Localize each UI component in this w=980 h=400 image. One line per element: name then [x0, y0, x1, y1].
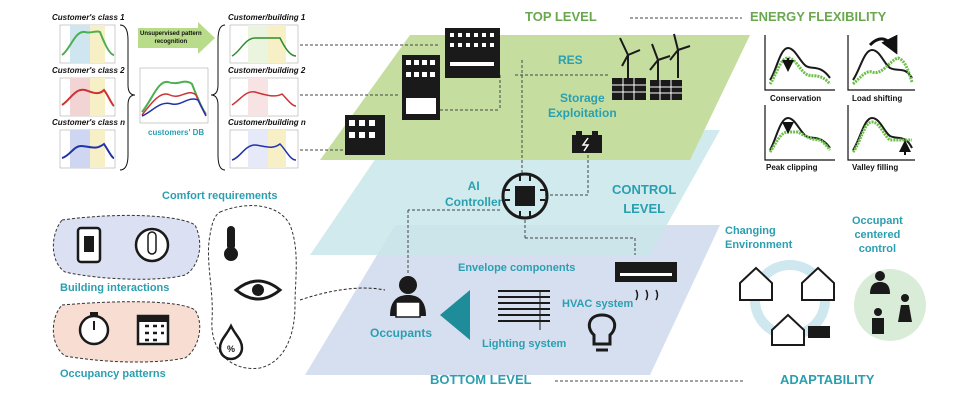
- thermometer-icon: [224, 226, 238, 261]
- control-level-title: CONTROL LEVEL: [612, 182, 677, 216]
- load-shifting-label: Load shifting: [852, 94, 903, 103]
- stopwatch-icon: [78, 312, 110, 346]
- valley-filling-label: Valley filling: [852, 163, 899, 172]
- customer-building-2-label: Customer/building 2: [228, 66, 306, 75]
- building-icon-office: [402, 55, 440, 120]
- thermostat-icon: [134, 227, 170, 263]
- envelope-label: Envelope components: [458, 262, 576, 274]
- valley-filling-chart: [847, 105, 915, 161]
- bottom-level-arrow: [440, 290, 470, 340]
- pattern-recognition-arrow: [138, 22, 215, 54]
- pattern-recognition-label: Unsupervised pattern recognition: [140, 31, 202, 45]
- hvac-label: HVAC system: [562, 298, 634, 310]
- res-label: RES: [558, 53, 583, 67]
- occupant-control-circle: [854, 269, 926, 341]
- customer-building-n-label: Customer/building n: [228, 118, 306, 127]
- house-icon-right: [801, 266, 835, 301]
- building-icon-tall: [445, 28, 500, 78]
- battery-icon: [572, 131, 602, 153]
- changing-environment-label: Changing Environment: [725, 225, 793, 251]
- occupant-people-icon: [870, 271, 912, 334]
- ai-controller-label: AI Controller: [445, 179, 503, 209]
- customer-class-n-label: Customer's class n: [52, 118, 126, 127]
- wind-turbine-icon: [619, 33, 691, 82]
- customers-db-label: customers' DB: [148, 128, 205, 137]
- dashed-connectors: [300, 17, 745, 382]
- energy-flexibility-title: ENERGY FLEXIBILITY: [750, 9, 887, 24]
- customer-class-2-label: Customer's class 2: [52, 66, 125, 75]
- right-brace: [210, 24, 226, 171]
- left-brace: [119, 24, 136, 171]
- ai-brain-chip-icon: [501, 172, 549, 220]
- occupants-label: Occupants: [370, 326, 433, 340]
- solar-panel-icon: [612, 78, 682, 100]
- peak-clipping-chart: [764, 105, 835, 161]
- top-level-title: TOP LEVEL: [525, 9, 597, 24]
- bottom-level-title: BOTTOM LEVEL: [430, 372, 532, 387]
- svg-text:%: %: [227, 344, 235, 354]
- building-interactions-blob: [52, 214, 201, 280]
- customer-building-1-label: Customer/building 1: [228, 13, 306, 22]
- ac-unit-icon: [615, 262, 677, 301]
- adaptability-title: ADAPTABILITY: [780, 372, 875, 387]
- occupant-worker-icon: [390, 276, 426, 318]
- building-charts: [229, 24, 299, 169]
- comfort-connector: [299, 287, 386, 301]
- occupancy-patterns-label: Occupancy patterns: [60, 368, 166, 380]
- eye-icon: [233, 279, 283, 301]
- occupant-centered-label: Occupant centered control: [852, 215, 903, 255]
- building-icon-small: [345, 115, 385, 155]
- customer-class-1-label: Customer's class 1: [52, 13, 125, 22]
- comfort-requirements-label: Comfort requirements: [162, 190, 278, 202]
- house-icon-left: [739, 266, 773, 301]
- occupancy-patterns-blob: [52, 301, 201, 363]
- customer-class-charts: [59, 24, 116, 169]
- storage-label: Storage Exploitation: [548, 91, 617, 120]
- conservation-chart: [764, 35, 835, 91]
- building-interactions-label: Building interactions: [60, 282, 170, 294]
- lightbulb-icon: [587, 313, 617, 352]
- peak-clipping-label: Peak clipping: [766, 163, 818, 172]
- house-solar-icon: [771, 313, 830, 346]
- wall-switch-icon: [76, 226, 102, 264]
- customers-db-chart: [139, 67, 209, 124]
- humidity-drop-icon: %: [218, 323, 244, 361]
- lighting-label: Lighting system: [482, 338, 567, 350]
- calendar-icon: [136, 314, 170, 346]
- window-blinds-icon: [498, 290, 550, 330]
- conservation-label: Conservation: [770, 94, 822, 103]
- load-shifting-chart: [847, 34, 915, 91]
